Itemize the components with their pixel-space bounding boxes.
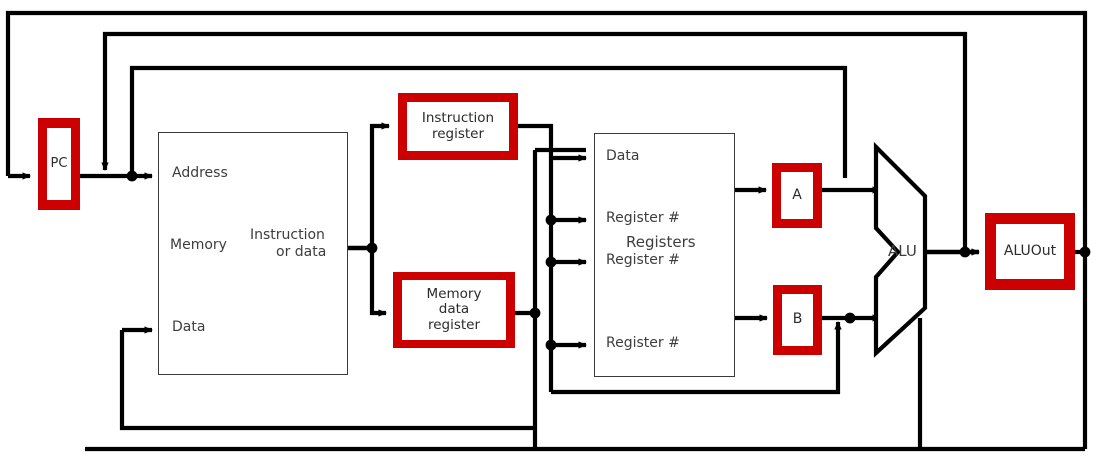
- register-file: [594, 133, 735, 377]
- memory-data-register-label-line2: data: [438, 301, 470, 318]
- memory-data-register-label-line1: Memory: [426, 286, 482, 303]
- wire-alu-top-to-pcbus: [102, 31, 968, 160]
- memory-unit-label: Memory: [170, 237, 227, 253]
- wire-memout-to-ir: [369, 122, 391, 248]
- b-register-label: B: [792, 311, 803, 328]
- junction-ir-writereg: [545, 339, 557, 351]
- junction-memout: [366, 242, 378, 254]
- register-file-unit-label: Registers: [626, 233, 696, 251]
- pc-register[interactable]: PC: [38, 118, 80, 210]
- junction-mdr-out: [529, 307, 541, 319]
- instruction-register-label-line1: Instruction: [421, 110, 495, 127]
- memory-unit: [158, 132, 348, 375]
- memory-address-port-label: Address: [172, 165, 228, 181]
- memory-output-label-line1: Instruction: [250, 227, 325, 243]
- memory-data-register-label-line3: register: [427, 316, 481, 333]
- b-register[interactable]: B: [773, 285, 822, 355]
- register-file-read-reg-2-label: Register #: [606, 252, 680, 268]
- wire-memout-to-mdr: [369, 248, 388, 317]
- alu-out-label: ALUOut: [1003, 242, 1057, 259]
- junction-b-bus: [844, 312, 856, 324]
- instruction-register-label-line2: register: [431, 125, 485, 142]
- alu-out-register[interactable]: ALUOut: [985, 213, 1075, 290]
- junction-ir-readreg1: [545, 214, 557, 226]
- wire-aluout-to-pc: [5, 10, 1088, 252]
- register-file-data-port-label: Data: [606, 148, 640, 164]
- wire-ir-out: [518, 123, 554, 392]
- memory-data-register[interactable]: Memory data register: [393, 272, 515, 348]
- memory-output-label-line2: or data: [276, 244, 327, 260]
- junction-dots: [126, 170, 1091, 351]
- alu-shape: [873, 141, 928, 358]
- instruction-register[interactable]: Instruction register: [398, 93, 518, 160]
- wire-a-input-top-bus: [129, 65, 848, 178]
- register-file-write-reg-label: Register #: [606, 335, 680, 351]
- junction-aluout-right: [1079, 246, 1091, 258]
- junction-alu-result: [959, 246, 971, 258]
- a-register[interactable]: A: [772, 163, 822, 228]
- memory-data-port-label: Data: [172, 319, 206, 335]
- wire-regbus-to-bmux: [735, 330, 841, 395]
- junction-ir-readreg2: [545, 256, 557, 268]
- pc-label: PC: [50, 155, 68, 171]
- junction-pc-bus: [126, 170, 138, 182]
- a-register-label: A: [792, 186, 802, 203]
- register-file-read-reg-1-label: Register #: [606, 210, 680, 226]
- alu-label: ALU: [888, 242, 917, 260]
- wire-mdrbus-bottom-to-memdata: [119, 330, 535, 431]
